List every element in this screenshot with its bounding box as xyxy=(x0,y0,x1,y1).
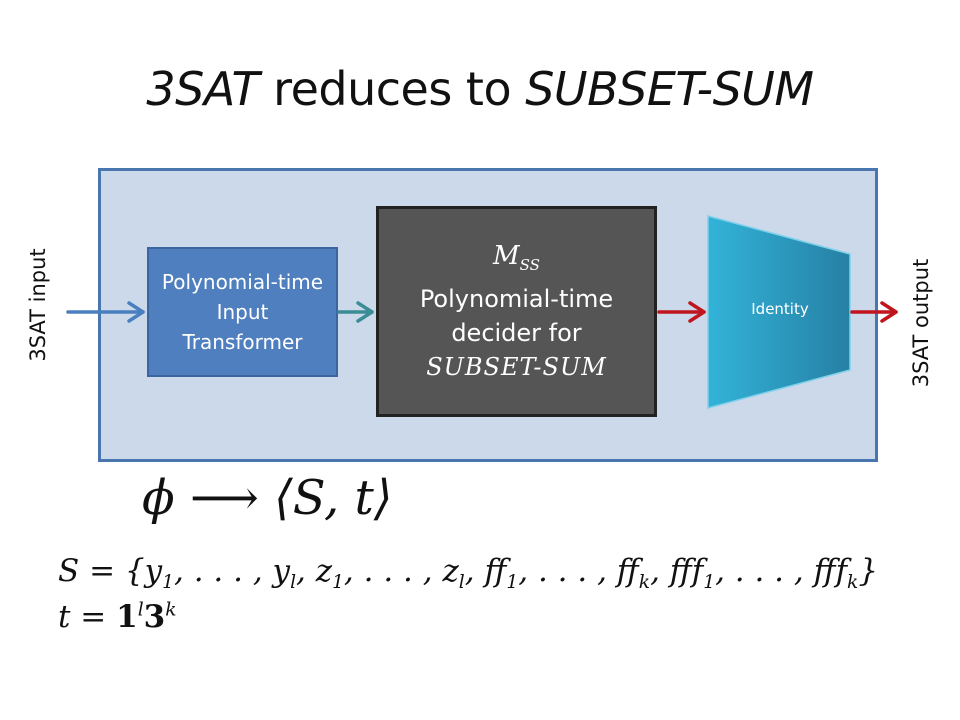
machine-letter: M xyxy=(493,240,520,271)
machine-subscript: SS xyxy=(519,256,540,275)
mapping-formula: ϕ ⟶ ⟨S, t⟩ xyxy=(142,470,393,526)
identity-shape xyxy=(707,215,851,409)
input-arrow xyxy=(66,301,145,323)
input-transformer-box: Polynomial-time Input Transformer xyxy=(147,247,338,377)
set-formula: S = {y1, . . . , yl, z1, . . . , zl, ff1… xyxy=(58,553,879,594)
set-prefix: S = { xyxy=(58,553,145,589)
slide-title: 3SAT reduces to SUBSET-SUM xyxy=(0,62,960,116)
t-prefix: t = xyxy=(58,599,117,635)
transformer-label: Polynomial-time Input Transformer xyxy=(161,270,324,354)
decider-line-3: SUBSET-SUM xyxy=(426,353,607,382)
identity-label: Identity xyxy=(751,300,809,318)
subset-sum-decider-box: MSS Polynomial-time decider for SUBSET-S… xyxy=(376,206,657,417)
output-arrow xyxy=(850,301,898,323)
decider-to-identity-arrow xyxy=(657,301,706,323)
transformer-to-decider-arrow xyxy=(337,301,374,323)
decider-line-2: decider for xyxy=(451,319,582,348)
title-3sat: 3SAT xyxy=(146,62,260,116)
target-formula: t = 1l3k xyxy=(58,599,177,635)
machine-name: MSS xyxy=(493,239,540,282)
decider-line-1: Polynomial-time xyxy=(419,285,614,314)
title-subset-sum: SUBSET-SUM xyxy=(525,62,814,116)
title-middle: reduces to xyxy=(259,62,526,116)
